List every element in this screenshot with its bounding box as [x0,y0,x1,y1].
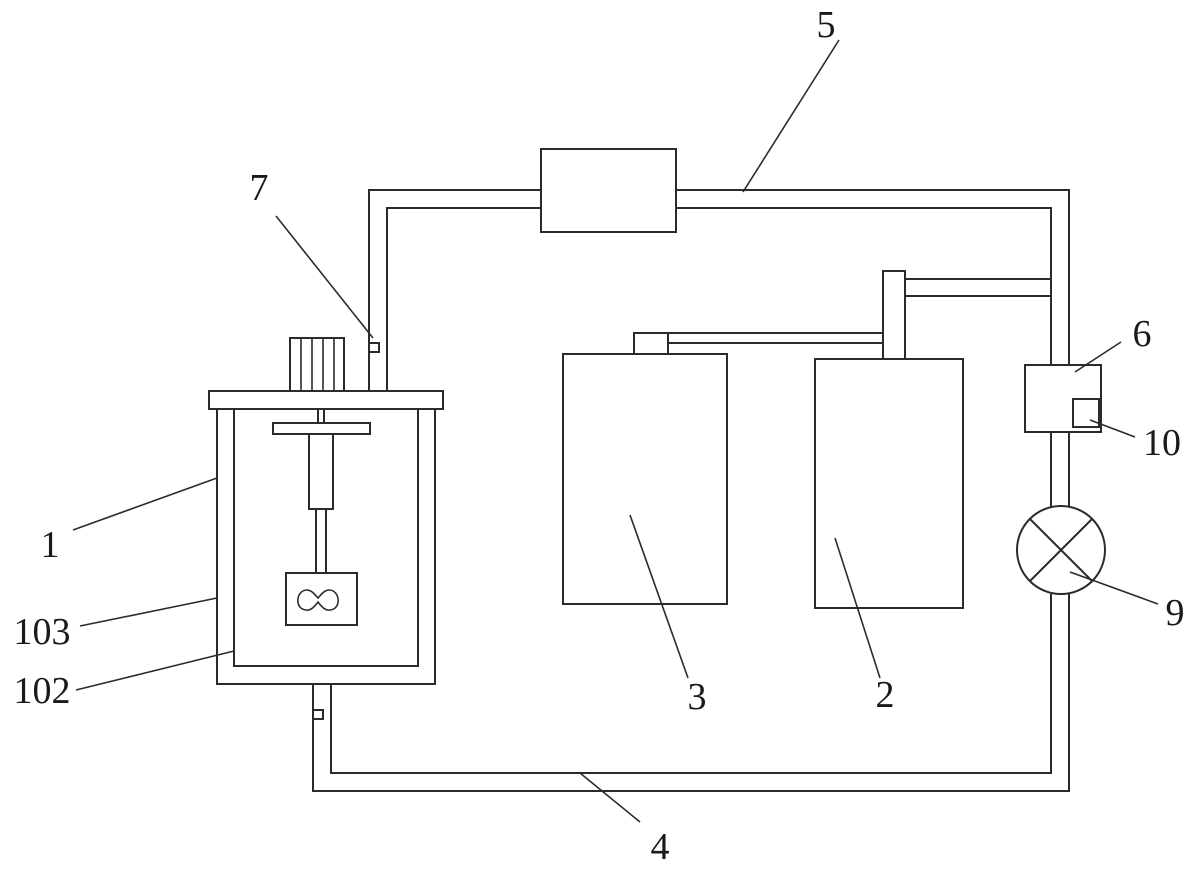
leader-2 [834,537,881,679]
stirrer-rod [315,509,327,574]
leader-lines [72,39,1159,823]
label-103: 103 [14,611,71,653]
leader-6 [1074,341,1122,373]
pipe-unit-box [540,148,677,233]
motor-fins [300,338,335,391]
leader-103 [79,597,218,627]
leader-9 [1069,571,1159,605]
label-6: 6 [1133,313,1152,355]
tank-3 [562,332,883,605]
leader-10 [1089,419,1136,438]
lamp-cross-icon [1029,518,1093,582]
stirrer-plate [272,422,371,435]
stirrer-coupling [317,408,325,424]
callout-labels: 5 7 1 103 102 6 10 9 3 2 4 [14,4,1185,868]
leader-5 [742,39,840,193]
label-3: 3 [688,676,707,718]
tank-3-cap [633,332,669,355]
unit-10-box [1072,398,1100,428]
sensor-7-nub [368,342,380,353]
label-9: 9 [1166,592,1185,634]
impeller-icon [297,589,339,611]
lamp-9 [1016,505,1106,595]
leader-102 [75,650,235,691]
leader-3 [629,514,689,679]
tank-3-body [562,353,728,605]
tank-1 [208,337,444,685]
label-5: 5 [817,4,836,46]
stirrer-sleeve [308,433,334,510]
label-2: 2 [876,674,895,716]
label-102: 102 [14,670,71,712]
tank-3-connector-pipe [668,332,883,344]
tank-2-inlet-column [882,270,906,360]
motor-block [289,337,345,392]
tank-2-branch-pipe [905,278,1051,297]
leader-1 [72,477,218,531]
label-4: 4 [651,826,670,868]
tank-2-body [814,358,964,609]
label-10: 10 [1143,422,1181,464]
pipe-loop [312,189,1070,792]
tank-lid [208,390,444,410]
tank-2 [814,270,1051,609]
outlet-nub [312,709,324,720]
label-1: 1 [41,524,60,566]
leader-7 [275,215,374,339]
stirrer-head [285,572,358,626]
label-7: 7 [250,167,269,209]
leader-4 [579,772,641,823]
